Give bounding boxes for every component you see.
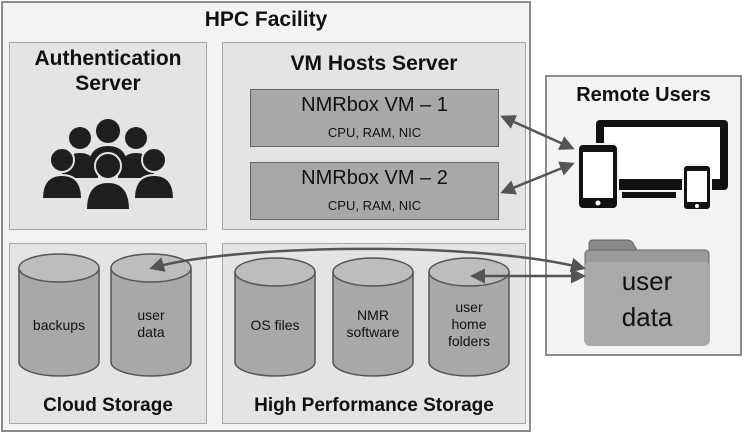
devices-icon (577, 120, 728, 211)
hp-storage-title: High Performance Storage (254, 395, 494, 416)
arrow-vm1-remote (500, 115, 575, 150)
cylinder-label-user-data: user data (137, 307, 165, 340)
vm-hosts-title: VM Hosts Server (290, 52, 458, 75)
hpc-facility-title: HPC Facility (204, 8, 328, 31)
people-group-icon (40, 119, 176, 211)
cylinder-backups (18, 253, 100, 377)
vm-name: NMRbox VM – 2 (301, 167, 448, 189)
remote-users-title: Remote Users (576, 84, 711, 106)
vm-name: NMRbox VM – 1 (301, 94, 448, 116)
cylinder-label-nmr-software: NMR software (346, 307, 400, 340)
folder-label: user data (621, 266, 673, 332)
cylinder-label-os-files: OS files (250, 317, 300, 333)
vm-box-1: NMRbox VM – 1 CPU, RAM, NIC (250, 89, 499, 147)
vm-spec: CPU, RAM, NIC (327, 198, 422, 213)
connection-arrows (149, 115, 586, 284)
arrow-cloud-userdata-folder (149, 247, 586, 273)
cylinder-label-user-home-folders: user home folders (447, 299, 491, 349)
vm-spec: CPU, RAM, NIC (327, 125, 422, 140)
auth-server-title-line2: Server (75, 72, 141, 95)
vm-box-2: NMRbox VM – 2 CPU, RAM, NIC (250, 162, 499, 220)
auth-server-title-line1: Authentication (34, 47, 182, 70)
cylinder-label-backups: backups (32, 317, 86, 333)
folder-icon (584, 239, 710, 346)
cloud-storage-title: Cloud Storage (43, 395, 173, 416)
arrow-vm2-remote (500, 161, 575, 195)
